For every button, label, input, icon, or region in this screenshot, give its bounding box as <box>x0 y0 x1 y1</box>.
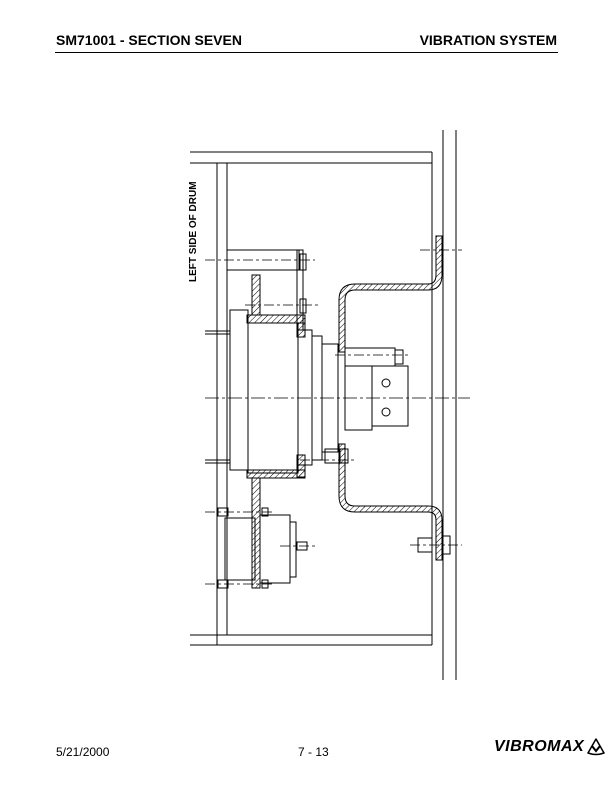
header-divider <box>55 52 558 53</box>
footer-date: 5/21/2000 <box>56 745 110 759</box>
drawing-label: LEFT SIDE OF DRUM <box>188 181 199 282</box>
header-chapter-title: VIBRATION SYSTEM <box>419 32 557 48</box>
vibromax-emblem-icon <box>587 738 605 756</box>
header-section-title: SM71001 - SECTION SEVEN <box>56 32 242 48</box>
vibromax-logo: VIBROMAX <box>494 738 605 756</box>
page-number: 7 - 13 <box>298 745 329 759</box>
logo-text: VIBROMAX <box>494 738 585 755</box>
